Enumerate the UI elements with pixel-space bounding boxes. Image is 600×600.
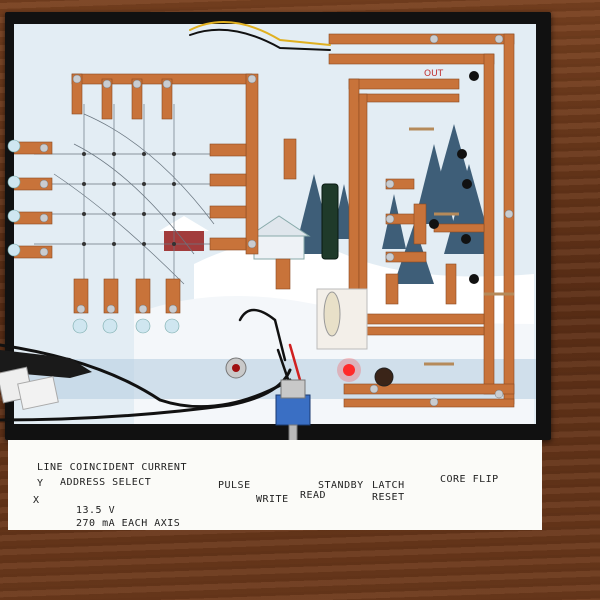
standby-label: STANDBY bbox=[318, 480, 364, 491]
copper-traces: OUT bbox=[14, 33, 515, 408]
current-label: 270 mA EACH AXIS bbox=[76, 518, 181, 529]
address-select-label: ADDRESS SELECT bbox=[60, 477, 152, 488]
reset-label: RESET bbox=[372, 492, 405, 503]
pulse-label: PULSE bbox=[218, 480, 251, 491]
label-paper-strip bbox=[8, 440, 542, 530]
latch-label: LATCH bbox=[372, 480, 405, 491]
circuit-board: OUT bbox=[14, 24, 536, 424]
core-flip-label: CORE FLIP bbox=[440, 474, 499, 485]
line-coincident-label: LINE COINCIDENT CURRENT bbox=[37, 462, 187, 473]
core-memory-grid bbox=[34, 104, 215, 285]
write-label: WRITE bbox=[256, 494, 289, 505]
y-axis-label: Y bbox=[37, 478, 44, 489]
pcb-out-text: OUT bbox=[424, 69, 444, 79]
x-axis-label: X bbox=[33, 495, 40, 506]
read-label: READ bbox=[300, 490, 327, 501]
voltage-label: 13.5 V bbox=[76, 505, 116, 516]
